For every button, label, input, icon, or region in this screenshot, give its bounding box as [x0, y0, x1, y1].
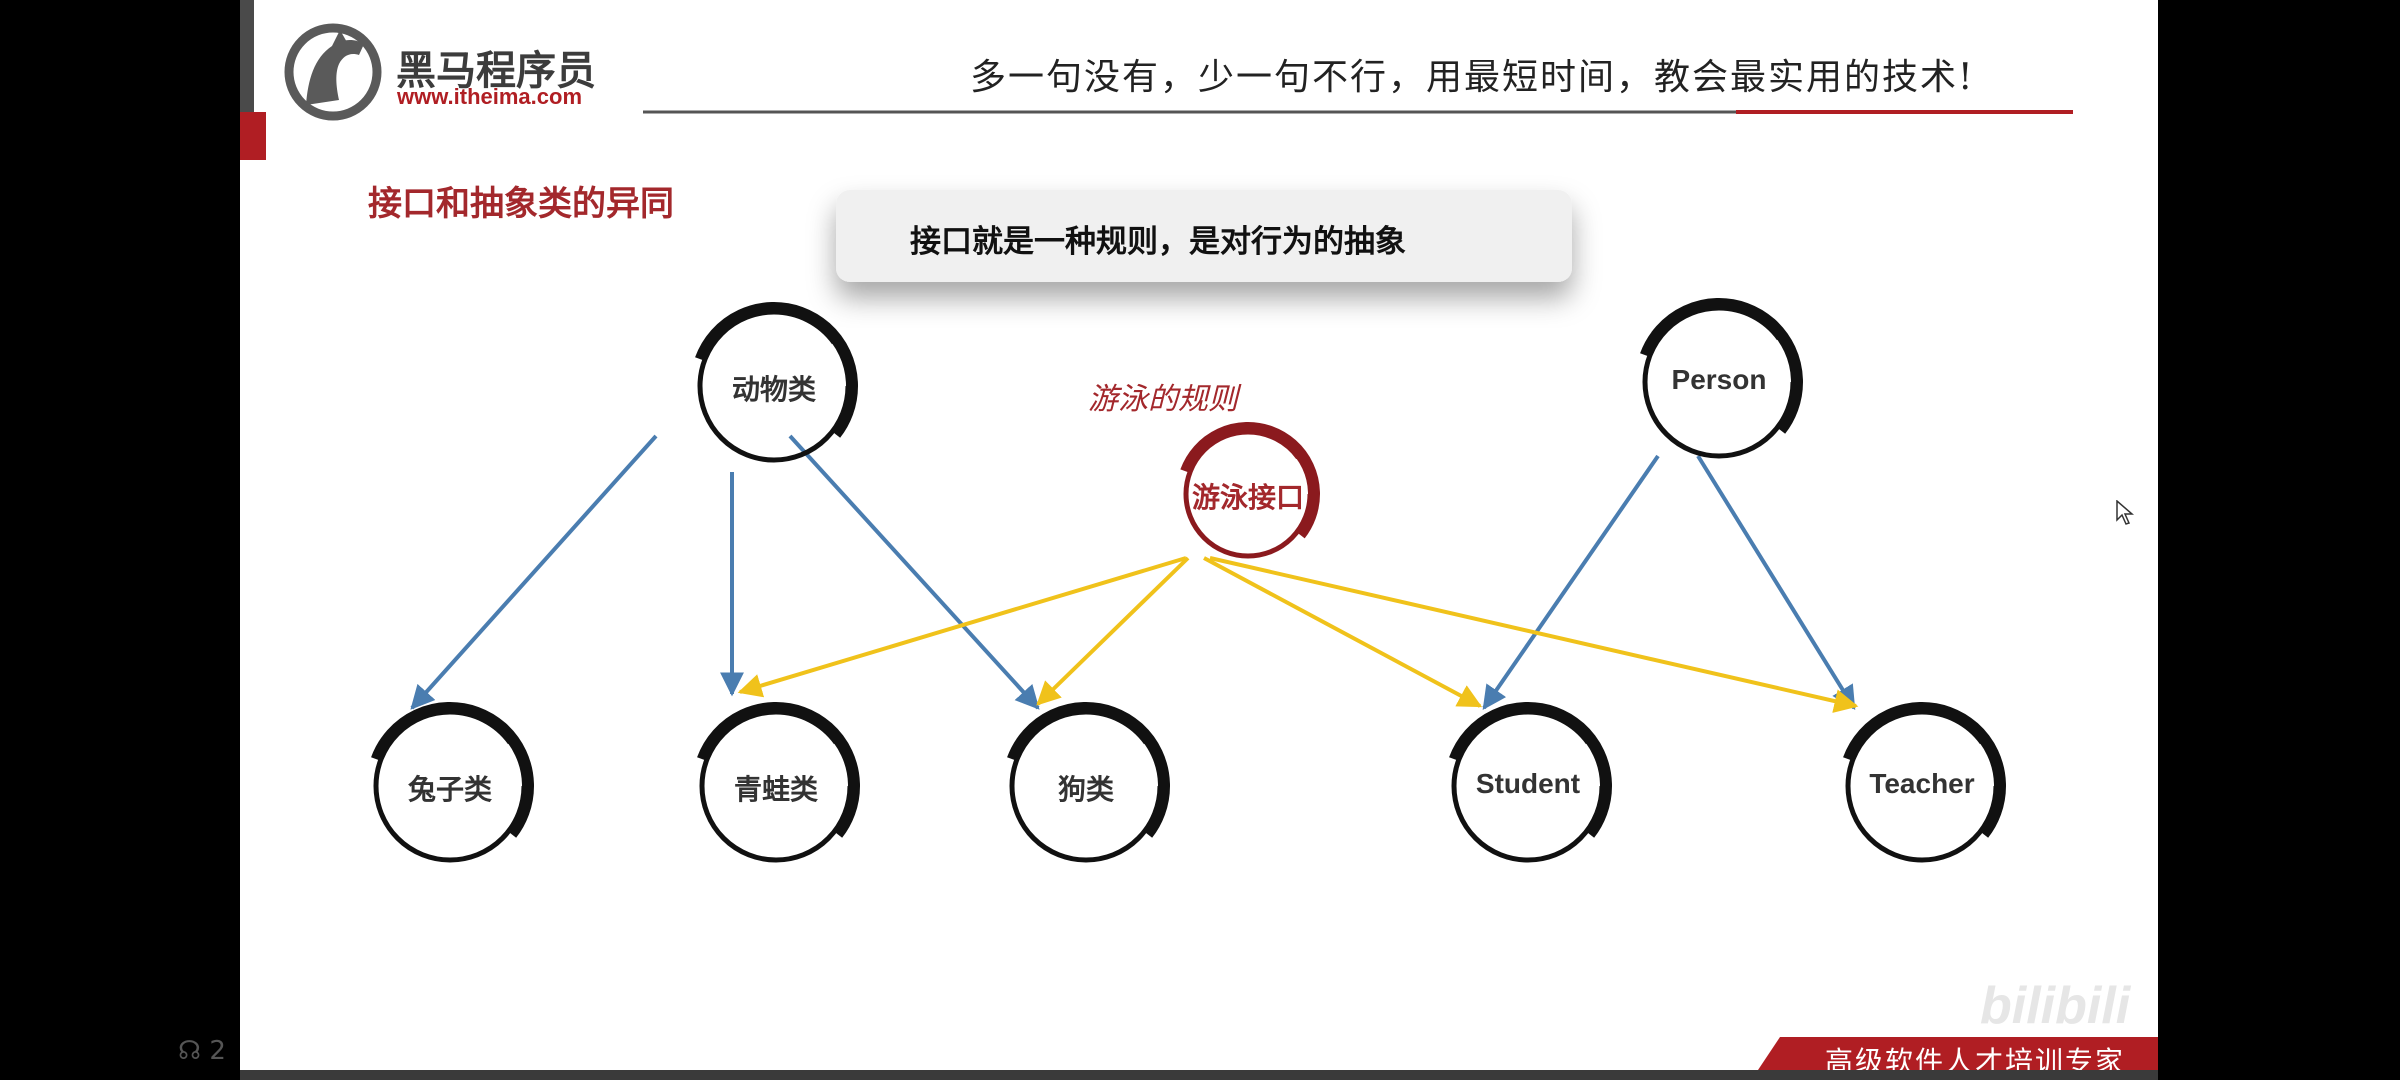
inherit-edge-person-student: [1482, 454, 1660, 710]
implement-edge-swim-teacher: [1209, 556, 1859, 713]
header-left-bar: [240, 0, 254, 112]
footer-text: 高级软件人才培训专家: [1825, 1045, 2126, 1070]
node-ring-rabbit: [366, 702, 534, 870]
slide-graphics: [240, 0, 2158, 1070]
player-progress-bar[interactable]: [240, 1070, 2158, 1080]
logo-horse-icon: [284, 23, 382, 121]
node-ring-dog: [1002, 702, 1170, 870]
header-red-tab: [240, 112, 266, 160]
inherit-edge-person-teacher: [1696, 454, 1856, 711]
node-label-person: Person: [1671, 364, 1767, 395]
callout-text: 接口就是一种规则，是对行为的抽象: [910, 224, 1406, 260]
viewer-icon: ☊: [178, 1036, 202, 1066]
implement-edge-swim-dog: [1036, 556, 1190, 706]
implement-edge-swim-frog: [737, 556, 1187, 698]
node-label-student: Student: [1475, 768, 1581, 799]
logo-url: www.itheima.com: [397, 84, 583, 109]
node-ring-swim: [1176, 422, 1320, 566]
inherit-edge-animal-dog: [788, 434, 1040, 710]
slide: 黑马程序员 www.itheima.com 多一句没有，少一句不行，用最短时间，…: [240, 0, 2158, 1070]
node-ring-student: [1444, 702, 1612, 870]
section-title: 接口和抽象类的异同: [368, 184, 674, 224]
node-label-swim: 游泳接口: [1191, 481, 1304, 514]
viewer-count: ☊ 2: [178, 1036, 226, 1066]
node-label-teacher: Teacher: [1869, 768, 1975, 799]
node-ring-person: [1635, 298, 1803, 466]
inherit-edge-animal-rabbit: [410, 434, 658, 710]
node-ring-frog: [692, 701, 860, 870]
implement-edge-swim-student: [1203, 556, 1483, 708]
rule-caption: 游泳的规则: [1088, 382, 1238, 417]
node-ring-animal: [689, 302, 858, 470]
logo-name: 黑马程序员: [396, 48, 596, 94]
node-ring-teacher: [1838, 701, 2006, 870]
callout-card: [836, 190, 1572, 282]
node-rings: [366, 298, 2006, 870]
node-label-frog: 青蛙类: [733, 773, 818, 806]
bilibili-watermark: bilibili: [1980, 977, 2131, 1035]
mouse-cursor-icon: [2116, 500, 2134, 525]
slogan: 多一句没有，少一句不行，用最短时间，教会最实用的技术!: [970, 57, 1975, 98]
footer-badge: [1758, 1037, 2158, 1070]
viewer-count-value: 2: [209, 1036, 226, 1066]
node-label-rabbit: 兔子类: [407, 773, 492, 806]
node-label-dog: 狗类: [1057, 773, 1114, 806]
edges: [410, 434, 1859, 713]
node-label-animal: 动物类: [731, 373, 816, 406]
